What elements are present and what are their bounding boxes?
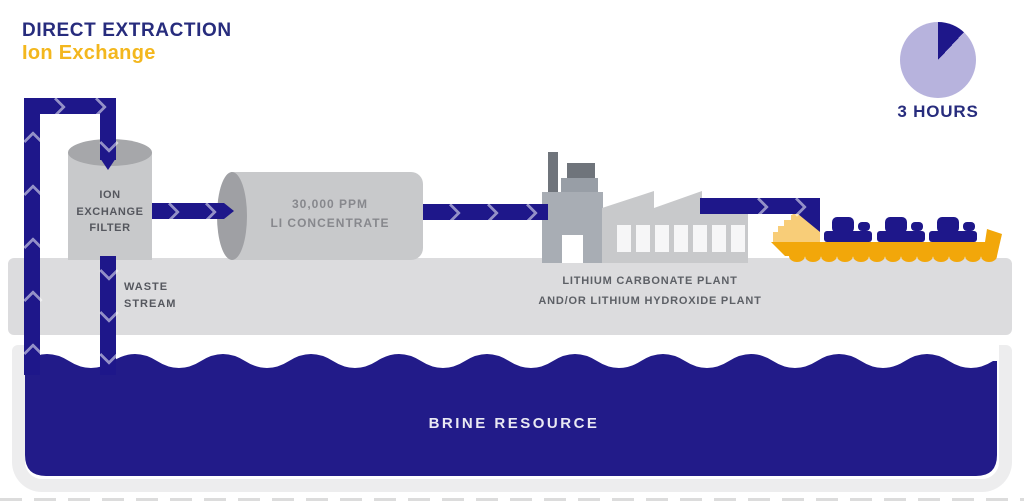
cargo-lump-icon: [929, 231, 977, 242]
brine-resource-label: BRINE RESOURCE: [428, 415, 600, 432]
plant-chimney: [548, 152, 558, 194]
filter-outlet-pipe: [152, 203, 224, 219]
plant-window: [693, 225, 707, 252]
waste-stream-pipe: [100, 256, 116, 375]
filter-label-line2: EXCHANGE: [76, 205, 144, 218]
concentrate-label-line2: LI CONCENTRATE: [270, 216, 390, 231]
waste-label-line2: STREAM: [124, 298, 177, 311]
concentrate-label-line1: 30,000 PPM: [291, 197, 369, 211]
intake-pipe-top: [24, 98, 116, 114]
cargo-lump-icon: [963, 222, 975, 231]
brine-basin-outline: [12, 345, 1012, 492]
waste-label-line1: WASTE: [124, 281, 169, 293]
waste-stream-label: WASTE STREAM: [124, 279, 176, 313]
plant-roof-block: [567, 163, 595, 179]
lithium-plant-label: LITHIUM CARBONATE PLANT AND/OR LITHIUM H…: [495, 271, 805, 312]
concentrate-vessel: [231, 172, 423, 260]
plant-door: [562, 235, 583, 263]
cargo-lump-icon: [832, 217, 854, 233]
plant-outlet-pipe: [700, 198, 820, 214]
page-subtitle: Ion Exchange: [22, 42, 156, 64]
concentrate-label: 30,000 PPM LI CONCENTRATE: [237, 195, 423, 233]
filter-label-line3: FILTER: [89, 222, 131, 234]
plant-window: [655, 225, 669, 252]
concentrate-outlet-pipe: [423, 204, 548, 220]
plant-label-line1: LITHIUM CARBONATE PLANT: [562, 275, 738, 287]
plant-window: [712, 225, 726, 252]
ground-surface: [8, 258, 1012, 335]
ion-exchange-filter-label: ION EXCHANGE FILTER: [66, 187, 154, 237]
brine-intake-pipe: [24, 98, 40, 375]
plant-roof-base: [561, 178, 598, 193]
plant-window: [674, 225, 688, 252]
filter-label-line1: ION: [99, 189, 121, 201]
ship-hull: [771, 229, 1002, 262]
filter-inlet-pipe: [100, 98, 116, 160]
cargo-lump-icon: [937, 217, 959, 233]
brine-water: [25, 354, 997, 476]
filter-outlet-arrow-icon: [224, 203, 234, 219]
cargo-lump-icon: [858, 222, 870, 231]
plant-label-line2: AND/OR LITHIUM HYDROXIDE PLANT: [538, 295, 762, 308]
duration-label: 3 HOURS: [897, 102, 979, 121]
cargo-lump-icon: [824, 231, 872, 242]
cargo-lump-icon: [911, 222, 923, 231]
cargo-lump-icon: [877, 231, 925, 242]
duration-pie-icon: [900, 22, 976, 98]
plant-window: [731, 225, 745, 252]
bottom-dashed-line: [0, 498, 1024, 501]
ion-exchange-filter-vessel: [68, 152, 152, 260]
page-title: DIRECT EXTRACTION: [22, 20, 232, 41]
plant-window: [617, 225, 631, 252]
cargo-lump-icon: [885, 217, 907, 233]
plant-window: [636, 225, 650, 252]
